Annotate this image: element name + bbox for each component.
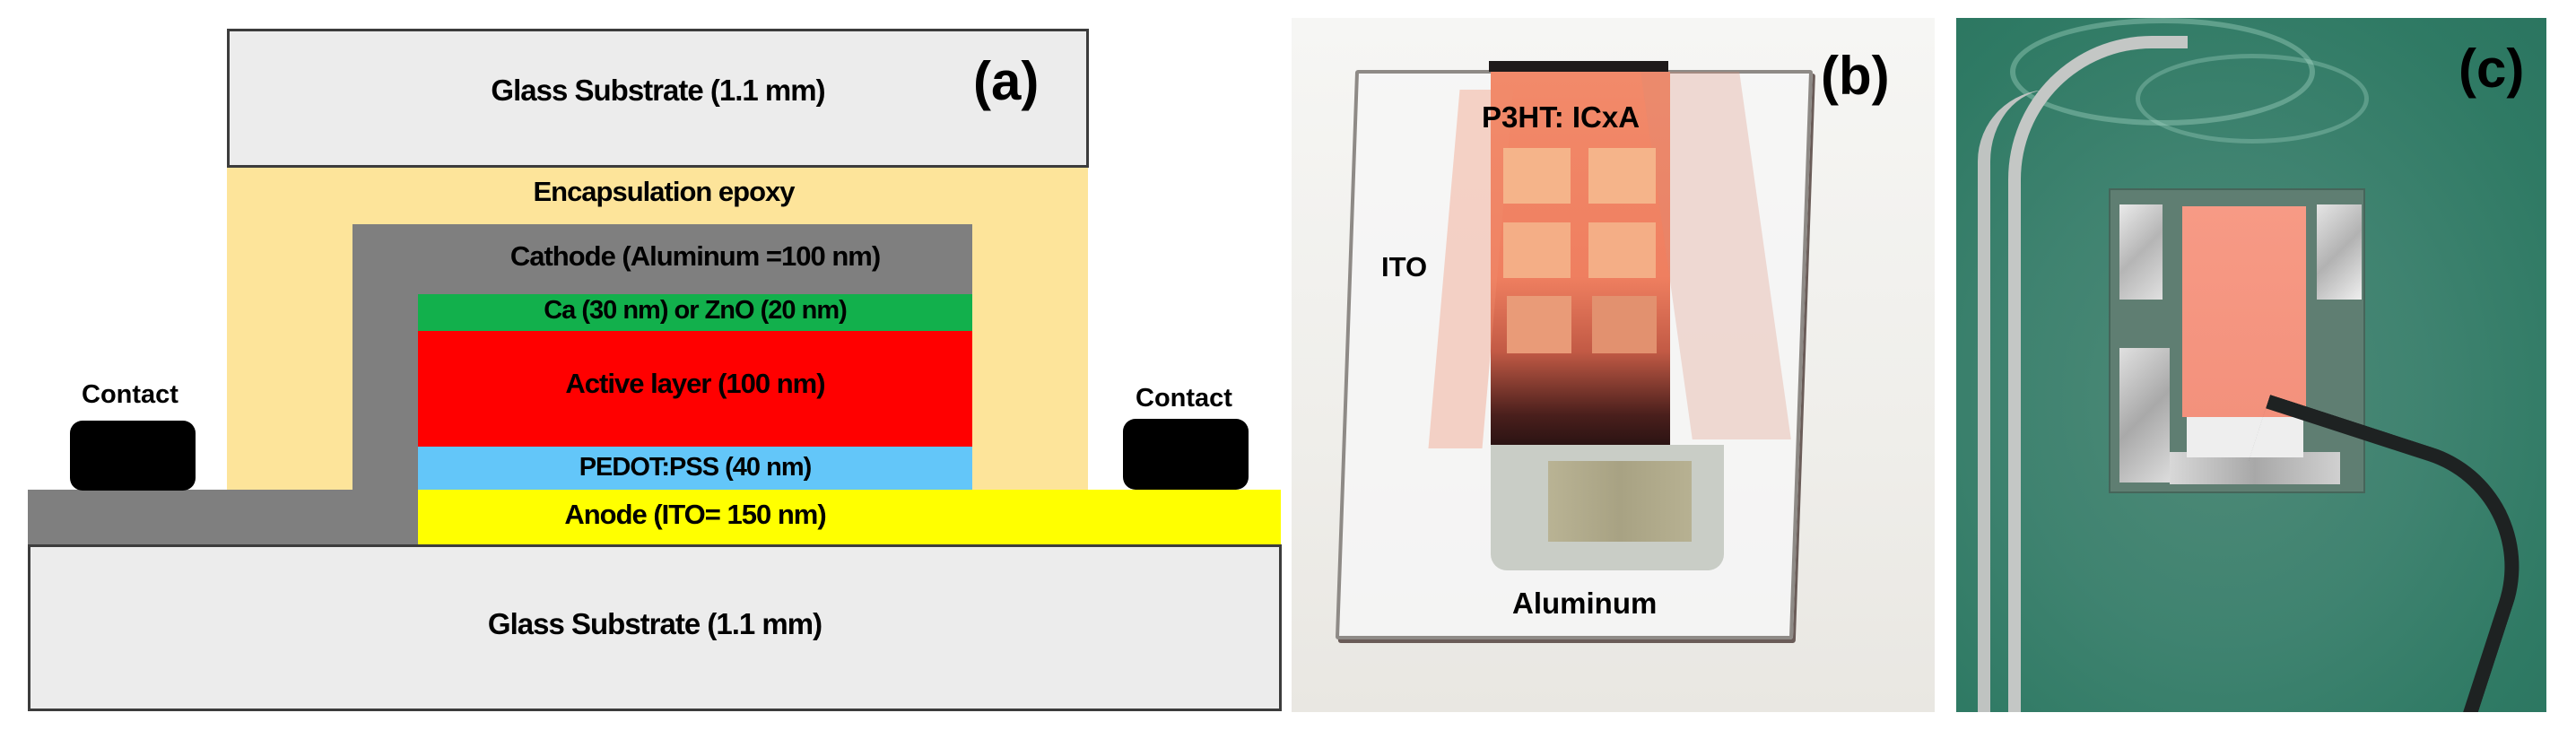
pixel-cell xyxy=(1503,148,1571,204)
aluminum-strip xyxy=(2187,417,2303,457)
aluminum-label: Aluminum xyxy=(1512,587,1658,620)
panel-c-photo: (c) xyxy=(1956,18,2546,712)
top-glass-label: Glass Substrate (1.1 mm) xyxy=(491,74,825,107)
silver-contact-bottom-left xyxy=(2119,348,2170,483)
left-contact-pad xyxy=(70,421,196,491)
ito-label: ITO xyxy=(1381,251,1428,283)
blend-label: P3HT: ICxA xyxy=(1482,100,1640,134)
silver-contact-top-left xyxy=(2119,204,2163,300)
right-contact-label: Contact xyxy=(1136,384,1232,413)
right-contact-pad xyxy=(1123,419,1249,490)
panel-c-letter: (c) xyxy=(2459,39,2525,99)
bottom-glass-substrate xyxy=(28,544,1282,711)
cathode-label: Cathode (Aluminum =100 nm) xyxy=(509,240,881,272)
active-layer-label: Active layer (100 nm) xyxy=(565,368,825,399)
anode-ito-layer xyxy=(418,490,1281,545)
pixel-cell xyxy=(1507,296,1571,353)
interlayer-ca-zno xyxy=(418,294,972,331)
pixel-cell xyxy=(1588,148,1656,204)
aluminum-pattern xyxy=(1548,461,1692,542)
pixel-cell xyxy=(1592,296,1657,353)
gray-wire xyxy=(1978,90,2058,712)
pixel-cell xyxy=(1588,222,1656,278)
pedot-pss-layer xyxy=(418,447,972,490)
panel-a: Glass Substrate (1.1 mm) (a) Encapsulati… xyxy=(28,29,1282,711)
panel-a-letter: (a) xyxy=(973,51,1040,111)
silver-contact-bottom xyxy=(2170,452,2340,484)
pedot-pss-label: PEDOT:PSS (40 nm) xyxy=(579,453,813,482)
interlayer-label: Ca (30 nm) or ZnO (20 nm) xyxy=(544,296,848,325)
panel-b-photo: P3HT: ICxA ITO Aluminum (b) xyxy=(1292,18,1935,712)
left-contact-label: Contact xyxy=(82,380,178,409)
encapsulation-label: Encapsulation epoxy xyxy=(533,176,795,207)
panel-b-letter: (b) xyxy=(1821,46,1890,106)
cathode-base-extension xyxy=(28,490,419,545)
pixel-cell xyxy=(1503,222,1571,278)
top-glass-substrate xyxy=(227,29,1089,168)
bottom-glass-label: Glass Substrate (1.1 mm) xyxy=(487,607,822,640)
active-area xyxy=(2182,206,2306,417)
slide-top-strip xyxy=(1489,61,1668,72)
anode-label: Anode (ITO= 150 nm) xyxy=(564,499,826,530)
active-layer xyxy=(418,331,972,447)
silver-contact-top-right xyxy=(2317,204,2362,300)
